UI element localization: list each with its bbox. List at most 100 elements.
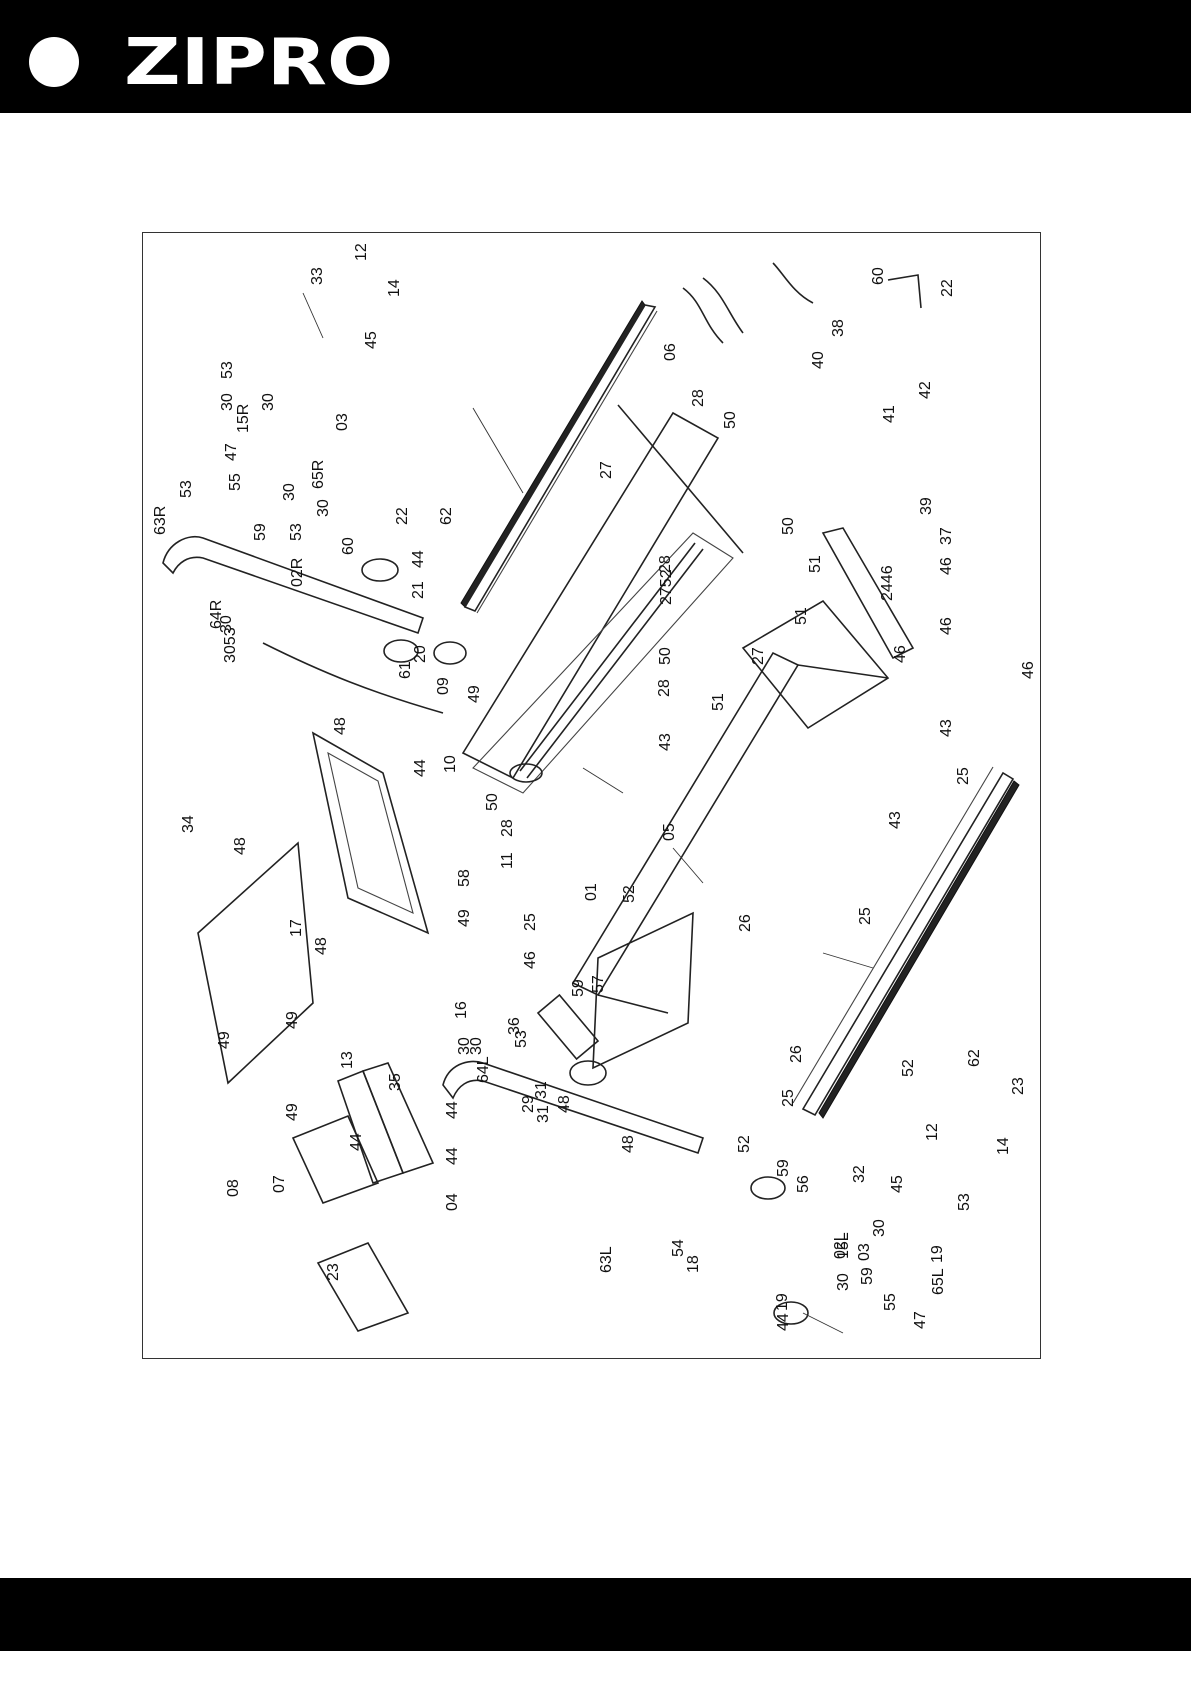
side-rail-upper xyxy=(460,300,658,614)
knob-wheels xyxy=(361,558,809,1325)
part-label: 31 xyxy=(533,1081,550,1099)
part-label: 64R xyxy=(208,600,225,629)
part-label: 49 xyxy=(466,685,483,703)
part-label: 44 xyxy=(410,550,427,568)
part-label: 47 xyxy=(223,443,240,461)
part-label: 23 xyxy=(325,1263,342,1281)
part-label: 19 xyxy=(929,1245,946,1263)
part-label: 28 xyxy=(690,389,707,407)
part-label: 47 xyxy=(912,1311,929,1329)
part-label: 30 xyxy=(835,1273,852,1291)
part-label: 46 xyxy=(1020,661,1037,679)
part-labels: 33 12 14 45 53 30 30 15R 03 47 55 30 65R… xyxy=(152,243,1037,1331)
handrail-right xyxy=(162,536,425,635)
part-label: 55 xyxy=(882,1293,899,1311)
part-label: 52 xyxy=(900,1059,917,1077)
part-label: 48 xyxy=(620,1135,637,1153)
part-label: 44 xyxy=(775,1313,792,1331)
part-label: 10 xyxy=(442,755,459,773)
part-label: 46 xyxy=(938,617,955,635)
motor xyxy=(536,993,607,1086)
part-label: 28 xyxy=(656,679,673,697)
part-label: 58 xyxy=(456,869,473,887)
manual-sheet xyxy=(291,1114,410,1332)
part-label: 2752 xyxy=(658,569,675,605)
part-label: 51 xyxy=(793,607,810,625)
part-label: 32 xyxy=(851,1165,868,1183)
part-label: 42 xyxy=(917,381,934,399)
part-label: 50 xyxy=(780,517,797,535)
part-label: 43 xyxy=(887,811,904,829)
side-rail-lower xyxy=(792,766,1020,1119)
running-deck xyxy=(461,411,734,794)
part-label: 30 xyxy=(281,483,298,501)
part-label: 17 xyxy=(288,919,305,937)
part-label: 27 xyxy=(598,461,615,479)
part-label: 54 xyxy=(670,1239,687,1257)
part-label: 15R xyxy=(235,404,252,433)
part-label: 26 xyxy=(788,1045,805,1063)
part-label: 55 xyxy=(227,473,244,491)
console-cover xyxy=(197,841,314,1085)
part-label: 22 xyxy=(394,507,411,525)
part-label: 12 xyxy=(353,243,370,261)
part-label: 25 xyxy=(955,767,972,785)
part-label: 33 xyxy=(309,267,326,285)
part-label: 49 xyxy=(284,1011,301,1029)
part-label: 43 xyxy=(657,733,674,751)
part-label: 40 xyxy=(810,351,827,369)
part-label: 28 xyxy=(499,819,516,837)
part-label: 53 xyxy=(219,361,236,379)
part-label: 30 xyxy=(468,1037,485,1055)
part-label: 53 xyxy=(513,1030,530,1048)
part-label: 44 xyxy=(444,1147,461,1165)
exploded-view-drawing: 33 12 14 45 53 30 30 15R 03 47 55 30 65R… xyxy=(152,243,1037,1334)
part-label: 25 xyxy=(522,913,539,931)
part-label: 51 xyxy=(807,555,824,573)
part-label: 56 xyxy=(795,1175,812,1193)
part-label: 53 xyxy=(956,1193,973,1211)
base-frame xyxy=(821,527,915,660)
part-label: 38 xyxy=(830,319,847,337)
part-label: 06 xyxy=(662,343,679,361)
part-label: 59 xyxy=(570,979,587,997)
console-housing xyxy=(311,731,430,935)
part-label: 43 xyxy=(938,719,955,737)
part-label: 49 xyxy=(456,909,473,927)
part-label: 30 xyxy=(219,393,236,411)
part-label: 63L xyxy=(598,1246,615,1273)
part-label: 30 xyxy=(260,393,277,411)
part-label: 30 xyxy=(456,1037,473,1055)
allen-key xyxy=(887,274,922,309)
part-label: 60 xyxy=(340,537,357,555)
part-label: 13 xyxy=(339,1051,356,1069)
part-label: 49 xyxy=(216,1031,233,1049)
part-label: 21 xyxy=(410,581,427,599)
part-label: 01 xyxy=(583,883,600,901)
part-label: 25 xyxy=(857,907,874,925)
part-label: 65R xyxy=(310,460,327,489)
part-label: 15L xyxy=(835,1232,852,1259)
part-label: 30 xyxy=(871,1219,888,1237)
part-label: 27 xyxy=(750,647,767,665)
part-label: 45 xyxy=(363,331,380,349)
part-label: 35 xyxy=(387,1073,404,1091)
logo-circle-icon xyxy=(29,37,79,87)
cables xyxy=(262,262,814,714)
part-label: 46 xyxy=(892,645,909,663)
header-bar: ZIPRO xyxy=(0,0,1191,113)
part-label: 14 xyxy=(386,279,403,297)
part-label: 3053 xyxy=(222,627,239,663)
part-label: 29 xyxy=(520,1095,537,1113)
brand-logo: ZIPRO xyxy=(124,26,394,100)
part-label: 14 xyxy=(995,1137,1012,1155)
part-label: 02L xyxy=(832,1232,849,1259)
part-label: 22 xyxy=(939,279,956,297)
part-label: 03 xyxy=(334,413,351,431)
exploded-view-diagram: 33 12 14 45 53 30 30 15R 03 47 55 30 65R… xyxy=(142,232,1041,1359)
part-label: 53 xyxy=(178,480,195,498)
part-label: 48 xyxy=(332,717,349,735)
part-label: 59 xyxy=(252,523,269,541)
part-label: 44 xyxy=(348,1133,365,1151)
part-label: 34 xyxy=(180,815,197,833)
